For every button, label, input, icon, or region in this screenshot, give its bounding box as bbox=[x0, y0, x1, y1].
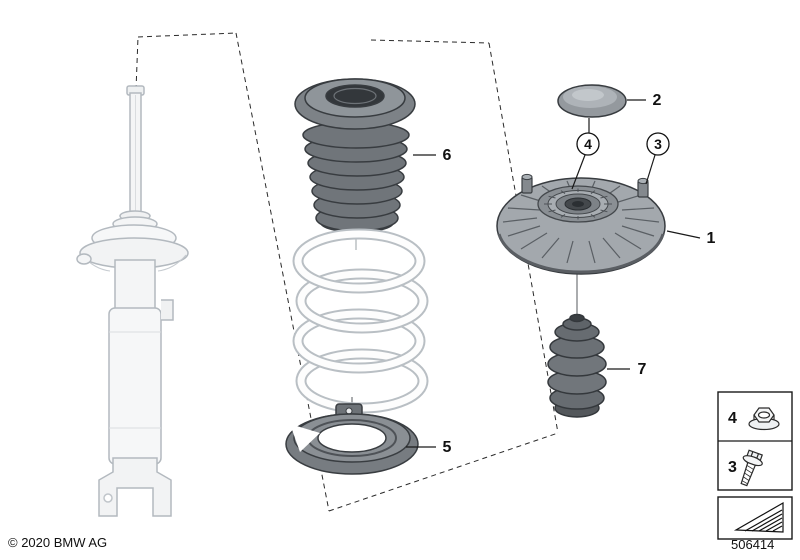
legend-item-4-label[interactable]: 4 bbox=[728, 410, 737, 427]
legend-item-3-label[interactable]: 3 bbox=[728, 459, 737, 476]
drawing-number: 506414 bbox=[731, 537, 774, 552]
reference-box bbox=[717, 496, 793, 540]
cap-illustration bbox=[557, 84, 627, 118]
cross-reference-icon bbox=[733, 501, 784, 533]
copyright-text: © 2020 BMW AG bbox=[8, 535, 107, 550]
nut-icon bbox=[748, 407, 780, 431]
bump-stop-illustration bbox=[547, 313, 607, 418]
callout-2[interactable]: 2 bbox=[653, 92, 662, 109]
callout-3-circled[interactable]: 3 bbox=[646, 132, 670, 156]
support-bearing-illustration bbox=[496, 173, 666, 275]
callout-5[interactable]: 5 bbox=[443, 439, 452, 456]
bearing-stud-left bbox=[521, 173, 533, 194]
strut-illustration bbox=[76, 85, 189, 517]
leader-lines bbox=[406, 99, 701, 448]
bearing-stud-right bbox=[637, 177, 649, 198]
dust-boot-illustration bbox=[294, 78, 416, 233]
callout-6[interactable]: 6 bbox=[443, 147, 452, 164]
callout-4-circled[interactable]: 4 bbox=[576, 132, 600, 156]
coil-spring-illustration bbox=[292, 228, 429, 414]
spring-pad-illustration bbox=[285, 403, 419, 475]
callout-4-label[interactable]: 4 bbox=[584, 136, 592, 152]
callout-1[interactable]: 1 bbox=[707, 230, 716, 247]
bolt-icon bbox=[740, 449, 763, 487]
callout-3-label[interactable]: 3 bbox=[654, 136, 662, 152]
callout-7[interactable]: 7 bbox=[638, 361, 647, 378]
legend-box: 4 3 bbox=[717, 391, 793, 491]
